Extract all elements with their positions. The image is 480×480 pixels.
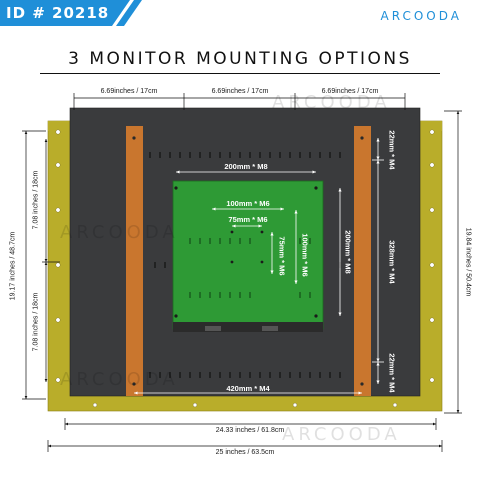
svg-text:ARCOODA: ARCOODA	[272, 92, 391, 113]
watermark: ARCOODA ARCOODA ARCOODA ARCOODA	[60, 92, 401, 445]
svg-text:ARCOODA: ARCOODA	[60, 369, 179, 390]
mounting-rail-right	[354, 126, 371, 396]
page-title: 3 MONITOR MOUNTING OPTIONS	[68, 49, 412, 69]
dim-bottom-inner: 420mm * M4	[226, 384, 270, 393]
dim-top-segment-1: 6.69inches / 17cm	[100, 88, 158, 95]
title-underline	[40, 73, 440, 74]
board-slots	[189, 238, 311, 298]
dim-bottom-overall: 25 inches / 63.5cm	[215, 449, 275, 456]
board-connector	[173, 322, 323, 332]
vesa-75-horizontal: 75mm * M6	[228, 215, 268, 224]
dim-rail-bottom: 22mm * M4	[387, 353, 397, 393]
vesa-board	[172, 180, 324, 330]
dim-left-outer: 19.17 inches / 48.7cm	[9, 231, 17, 301]
svg-text:ARCOODA: ARCOODA	[282, 424, 401, 445]
rail-holes	[132, 136, 364, 386]
vesa-200-vertical: 200mm * M8	[343, 230, 353, 274]
dim-top-segment-2: 6.69inches / 17cm	[211, 88, 269, 95]
vent-slots	[149, 152, 351, 378]
rail-dimensions	[372, 138, 384, 384]
left-dimensions	[22, 130, 60, 400]
dim-top-segment-3: 6.69inches / 17cm	[321, 88, 379, 95]
dim-rail-top: 22mm * M4	[387, 130, 397, 170]
dim-left-lower: 7.08 inches / 18cm	[32, 292, 40, 352]
svg-text:ARCOODA: ARCOODA	[60, 222, 179, 243]
vesa-75-vertical: 75mm * M6	[277, 236, 287, 276]
dim-bottom-frame: 24.33 inches / 61.8cm	[215, 427, 285, 434]
bottom-dimensions	[47, 418, 443, 452]
right-dimensions	[444, 110, 462, 414]
mounting-rail-left	[126, 126, 143, 396]
vesa-100-horizontal: 100mm * M6	[226, 199, 270, 208]
vesa-200-horizontal: 200mm * M8	[224, 162, 268, 171]
dim-right-outer: 19.84 inches / 50.4cm	[464, 227, 472, 297]
dim-left-upper: 7.08 inches / 18cm	[32, 170, 40, 230]
vesa-100-vertical: 100mm * M6	[300, 233, 310, 277]
dim-rail-middle: 328mm * M4	[387, 240, 397, 284]
brand-logo: ARCOODA	[380, 9, 462, 23]
id-banner	[0, 0, 142, 26]
top-dimension	[73, 93, 406, 110]
vesa-holes	[174, 186, 318, 318]
vesa-dimensions	[176, 170, 342, 316]
product-id: ID # 20218	[6, 4, 110, 22]
frame-holes	[55, 129, 435, 408]
